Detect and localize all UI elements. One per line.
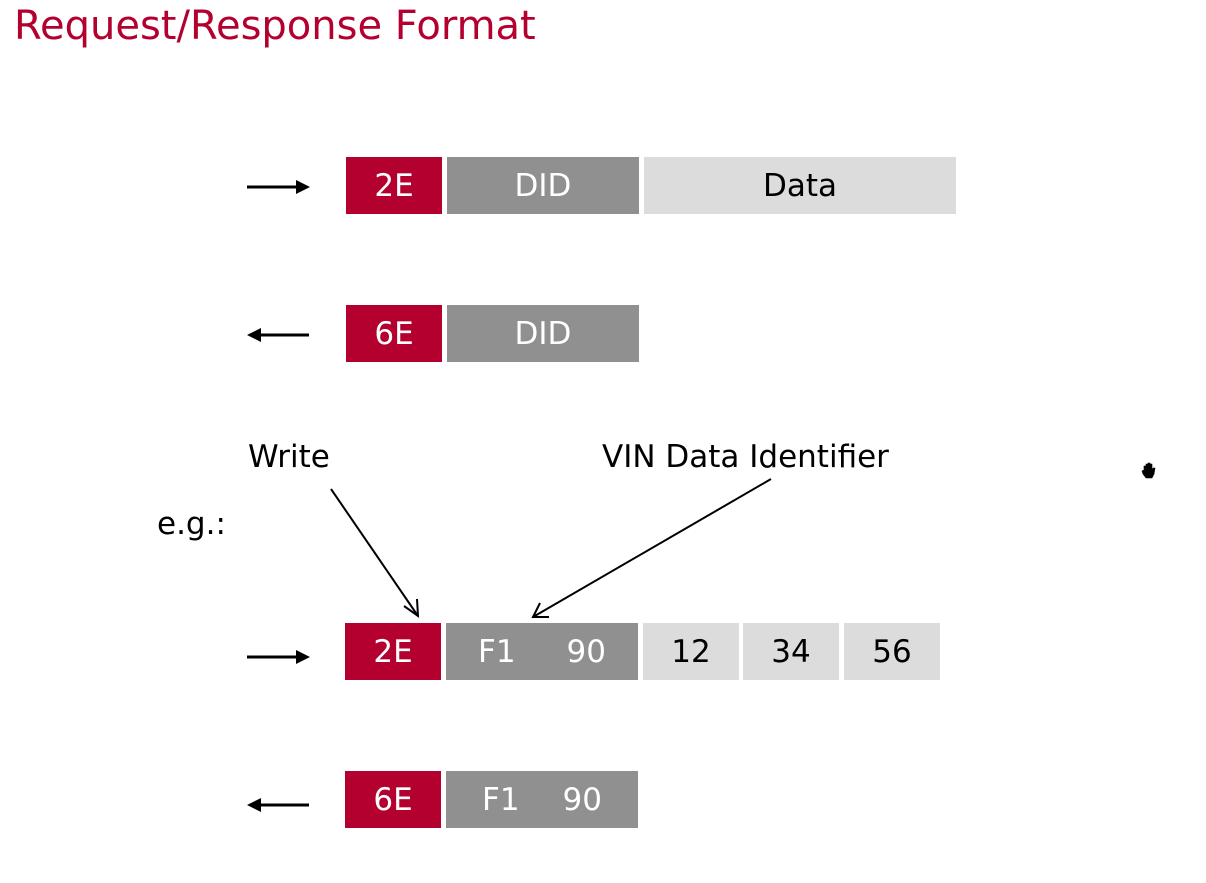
did-low-byte: 90 bbox=[562, 781, 602, 818]
example-request-did-cell: F1 90 bbox=[446, 623, 638, 680]
vin-pointer-line bbox=[531, 478, 772, 618]
request-did-cell: DID bbox=[447, 157, 639, 214]
example-request-sid-cell: 2E bbox=[345, 623, 441, 680]
left-arrow-icon bbox=[247, 798, 309, 812]
response-did-cell: DID bbox=[447, 305, 639, 362]
example-response-sid-cell: 6E bbox=[345, 771, 441, 828]
request-data-cell: Data bbox=[644, 157, 956, 214]
example-response-did-cell: F1 90 bbox=[446, 771, 638, 828]
write-pointer-line bbox=[330, 488, 420, 619]
example-data-byte-3: 56 bbox=[844, 623, 940, 680]
right-arrow-icon bbox=[247, 180, 310, 194]
response-sid-cell: 6E bbox=[346, 305, 442, 362]
write-annotation: Write bbox=[248, 439, 330, 475]
example-data-byte-1: 12 bbox=[643, 623, 739, 680]
did-high-byte: F1 bbox=[478, 633, 516, 670]
example-prefix: e.g.: bbox=[157, 506, 226, 542]
vin-annotation: VIN Data Identifier bbox=[602, 439, 889, 475]
right-arrow-icon bbox=[247, 650, 310, 664]
did-low-byte: 90 bbox=[566, 633, 606, 670]
did-high-byte: F1 bbox=[482, 781, 520, 818]
left-arrow-icon bbox=[247, 328, 309, 342]
page-title: Request/Response Format bbox=[14, 3, 536, 49]
hand-cursor-icon bbox=[1141, 462, 1156, 479]
request-sid-cell: 2E bbox=[346, 157, 442, 214]
example-data-byte-2: 34 bbox=[743, 623, 839, 680]
